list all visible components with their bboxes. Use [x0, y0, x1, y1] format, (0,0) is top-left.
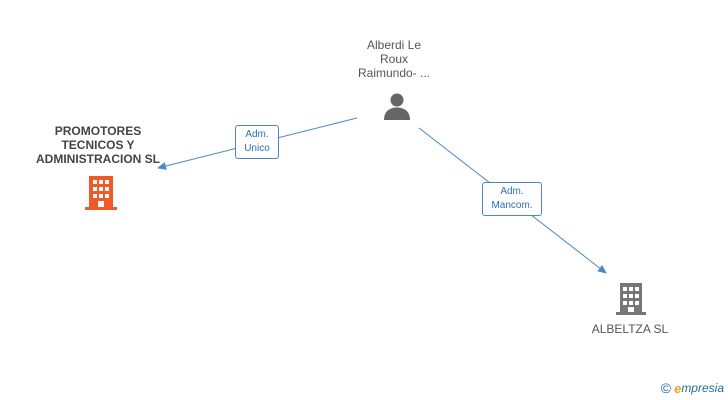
company-main-label-line-2: TECNICOS Y: [61, 138, 135, 152]
person-icon[interactable]: [382, 92, 412, 122]
edge-label-adm-unico[interactable]: Adm. Unico: [235, 125, 279, 159]
company-main-label-line-1: PROMOTORES: [54, 124, 142, 138]
company-main-label-line-3: ADMINISTRACION SL: [36, 152, 160, 166]
brand-name: mpresia: [681, 381, 724, 395]
person-label-line-3: Raimundo- ...: [357, 66, 431, 80]
edge-label-adm-unico-line-1: Adm.: [245, 129, 269, 140]
building-icon[interactable]: [616, 283, 646, 315]
edge-label-adm-unico-line-2: Unico: [244, 143, 270, 154]
person-label-line-1: Alberdi Le: [366, 38, 422, 52]
edge-label-adm-mancom-line-1: Adm.: [500, 186, 524, 197]
company-secondary-label-line-1: ALBELTZA SL: [591, 322, 669, 336]
company-secondary-node-label[interactable]: ALBELTZA SL: [576, 322, 684, 336]
person-label-line-2: Roux: [379, 52, 408, 66]
edge-label-adm-mancom-line-2: Mancom.: [491, 200, 533, 211]
empresia-logo: © e mpresia: [661, 380, 724, 396]
copyright-icon: ©: [660, 380, 672, 396]
company-main-node-label[interactable]: PROMOTORES TECNICOS Y ADMINISTRACION SL: [28, 124, 168, 166]
edge-label-adm-mancom[interactable]: Adm. Mancom.: [482, 182, 542, 216]
building-icon[interactable]: [85, 176, 117, 210]
person-node-label[interactable]: Alberdi Le Roux Raimundo- ...: [336, 38, 452, 80]
brand-e-letter: e: [674, 380, 682, 396]
